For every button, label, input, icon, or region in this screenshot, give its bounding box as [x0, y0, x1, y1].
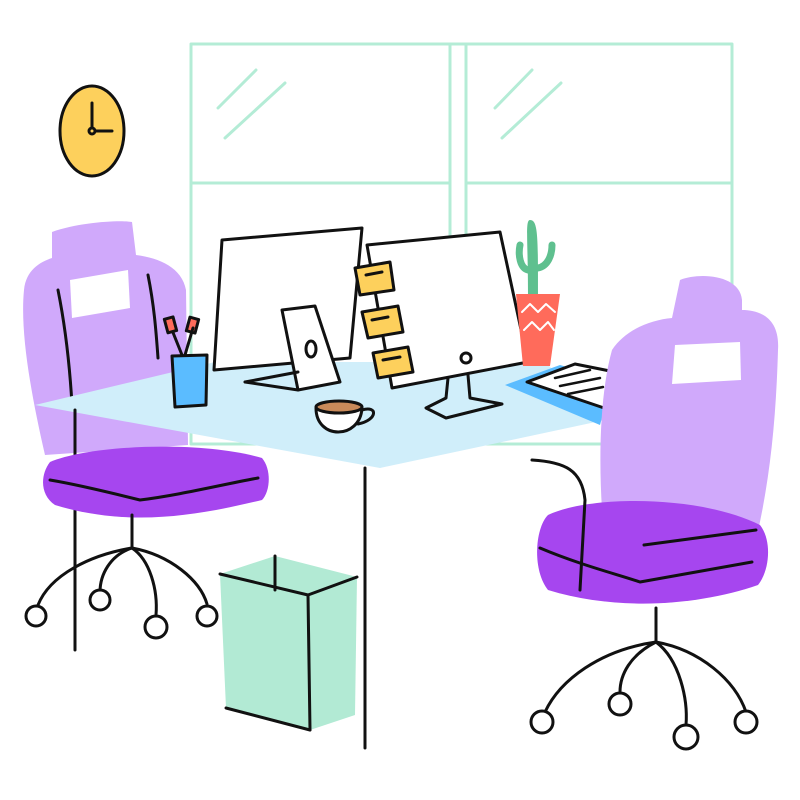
cactus-plant — [515, 220, 560, 366]
sticky-notes — [353, 260, 415, 380]
clock-icon — [58, 84, 126, 178]
chair-left-seat — [24, 446, 269, 640]
pencil-cup — [162, 315, 209, 409]
coffee-cup — [314, 399, 375, 434]
wastebasket — [218, 554, 359, 732]
chair-right — [529, 276, 779, 751]
monitor-left — [212, 226, 364, 392]
